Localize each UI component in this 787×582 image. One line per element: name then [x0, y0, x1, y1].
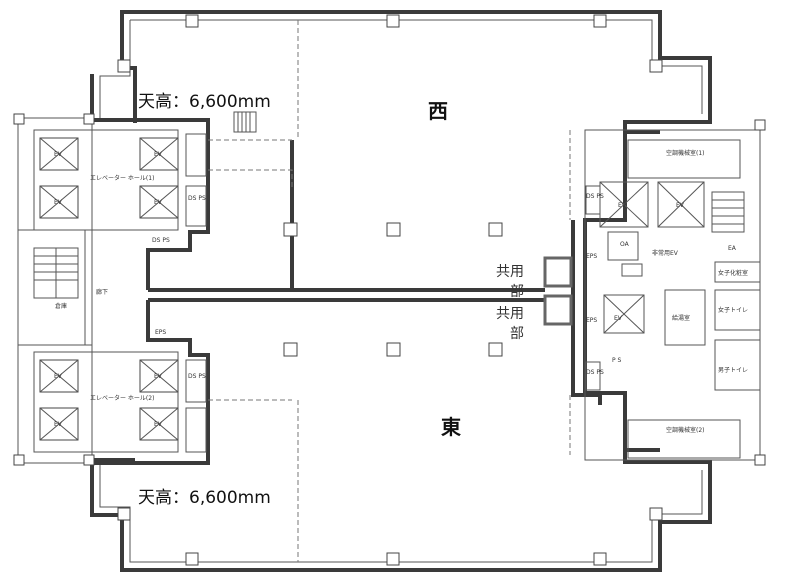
shared-area-markers [543, 256, 573, 326]
ceiling-height-south: 天高：6,600mm [138, 488, 271, 508]
office-columns [117, 14, 663, 566]
ev-label-6: EV [54, 421, 63, 428]
ceiling-height-north: 天高：6,600mm [138, 92, 271, 112]
women-toilet-label: 女子トイレ [718, 306, 748, 314]
eps-label-east-2: EPS [586, 317, 597, 324]
oa-label: OA [620, 241, 630, 248]
ev-label-5: EV [54, 373, 63, 380]
outer-walls [90, 10, 712, 572]
west-elevators-lower [39, 359, 179, 441]
ds-ps-label-2: DS PS [152, 237, 170, 244]
ev-label-2: EV [54, 199, 63, 206]
shared-lower-line2: 部 [510, 326, 524, 342]
west-elevators-upper [39, 137, 179, 219]
men-toilet-label: 男子トイレ [718, 367, 748, 374]
emergency-ev-label: 非常用EV [652, 249, 679, 257]
machine-room-2-label: 空調機械室(2) [666, 426, 705, 434]
ps-label: P S [612, 357, 622, 364]
ev-label-east-1: EV [618, 202, 627, 209]
ds-ps-label-east-2: DS PS [586, 369, 604, 376]
machine-room-1-label: 空調機械室(1) [666, 149, 705, 157]
storage-label: 倉庫 [55, 302, 67, 310]
east-zone-label: 東 [441, 415, 461, 439]
north-stair [233, 111, 257, 133]
ds-ps-label-east-1: DS PS [586, 193, 604, 200]
west-zone-label: 西 [428, 99, 448, 123]
kitchenette-label: 給湯室 [672, 314, 690, 322]
ev-label-east-3: EV [614, 315, 623, 322]
ds-ps-label-3: DS PS [188, 373, 206, 380]
shared-lower-line1: 共用 [496, 306, 524, 322]
shared-upper-line1: 共用 [496, 264, 524, 280]
west-stair [33, 247, 79, 299]
east-stair [711, 191, 745, 233]
dashed-partitions [208, 20, 571, 562]
shared-upper-line2: 部 [510, 284, 524, 300]
women-changing-label: 女子化粧室 [718, 269, 748, 277]
ev-label-3: EV [154, 151, 163, 158]
eps-label-east-1: EPS [586, 253, 597, 260]
ev-label-1: EV [54, 151, 63, 158]
east-core: 空調機械室(1) 空調機械室(2) OA EPS EPS P S DS PS D… [584, 119, 766, 466]
elevator-hall-1-label: エレベーター ホール(1) [90, 174, 154, 182]
ds-ps-label-1: DS PS [188, 195, 206, 202]
eps-label-west: EPS [155, 329, 166, 336]
elevator-hall-2-label: エレベーター ホール(2) [90, 394, 154, 402]
ev-label-7: EV [154, 373, 163, 380]
west-core: エレベーター ホール(1) エレベーター ホール(2) EV EV EV EV … [13, 113, 207, 466]
ev-label-4: EV [154, 199, 163, 206]
passage-label: 廊下 [96, 288, 108, 296]
ev-label-east-2: EV [676, 202, 685, 209]
ev-label-8: EV [154, 421, 163, 428]
ea-label: EA [728, 245, 737, 252]
